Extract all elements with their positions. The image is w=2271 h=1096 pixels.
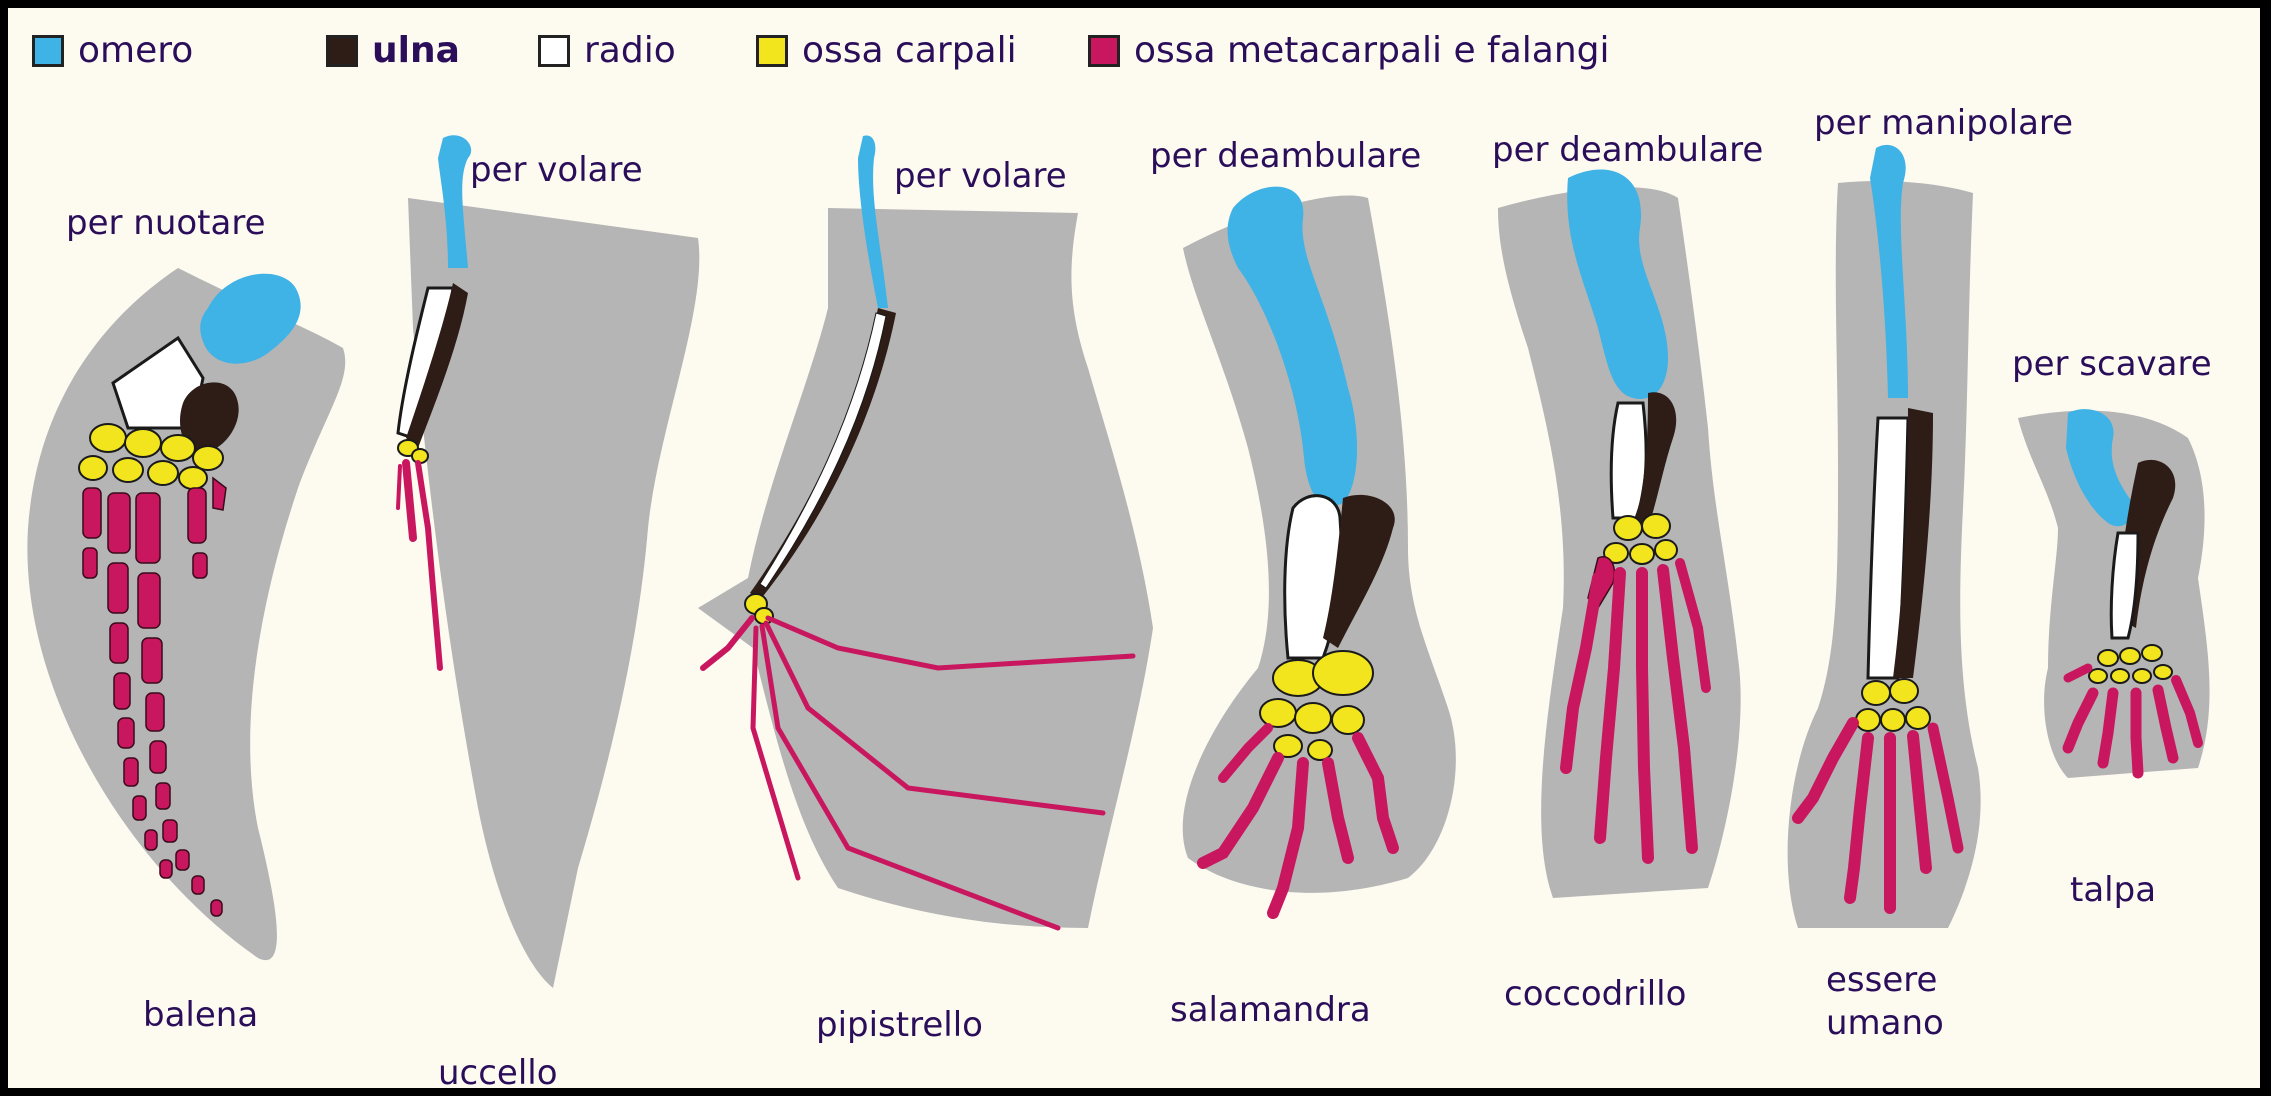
function-label-fly-bird: per volare: [470, 150, 643, 190]
legend-swatch-ulna: [326, 35, 358, 67]
crocodile-limb: [1498, 170, 1741, 898]
legend-swatch-carpals: [756, 35, 788, 67]
animal-name-mole: talpa: [2070, 870, 2156, 910]
human-arm: [1788, 145, 1981, 928]
legend-item-carpals: ossa carpali: [756, 30, 1017, 71]
legend-label-humerus: omero: [78, 30, 193, 71]
function-label-fly-bat: per volare: [894, 156, 1067, 196]
legend-item-ulna: ulna: [326, 30, 460, 71]
legend-swatch-radius: [538, 35, 570, 67]
mole-limb: [2018, 409, 2210, 778]
function-label-manipulate: per manipolare: [1814, 103, 2073, 143]
legend-label-phalanges: ossa metacarpali e falangi: [1134, 30, 1610, 71]
animal-name-salamander: salamandra: [1170, 990, 1371, 1030]
legend-item-radius: radio: [538, 30, 676, 71]
animal-name-bat: pipistrello: [816, 1005, 983, 1045]
animal-name-crocodile: coccodrillo: [1504, 974, 1686, 1014]
whale-flipper: [27, 268, 345, 960]
legend-item-humerus: omero: [32, 30, 193, 71]
salamander-limb: [1183, 187, 1456, 913]
animal-name-bird: uccello: [438, 1053, 558, 1088]
animal-name-human-line1: essere: [1826, 960, 1937, 1000]
bird-wing: [398, 135, 699, 988]
function-label-walk-crocodile: per deambulare: [1492, 130, 1763, 170]
animal-name-whale: balena: [143, 995, 258, 1035]
legend-label-radius: radio: [584, 30, 676, 71]
animal-name-human-line2: umano: [1826, 1003, 1944, 1043]
function-label-walk-salamander: per deambulare: [1150, 136, 1421, 176]
diagram-frame: .flesh { fill: #b5b5b5; } .hum { fill: #…: [8, 8, 2260, 1088]
legend-item-phalanges: ossa metacarpali e falangi: [1088, 30, 1610, 71]
function-label-swim: per nuotare: [66, 203, 266, 243]
bat-wing: [698, 135, 1153, 928]
legend-label-carpals: ossa carpali: [802, 30, 1017, 71]
function-label-dig: per scavare: [2012, 344, 2212, 384]
legend-swatch-phalanges: [1088, 35, 1120, 67]
legend-label-ulna: ulna: [372, 30, 460, 71]
legend-swatch-humerus: [32, 35, 64, 67]
limbs-illustration: .flesh { fill: #b5b5b5; } .hum { fill: #…: [8, 8, 2260, 1088]
